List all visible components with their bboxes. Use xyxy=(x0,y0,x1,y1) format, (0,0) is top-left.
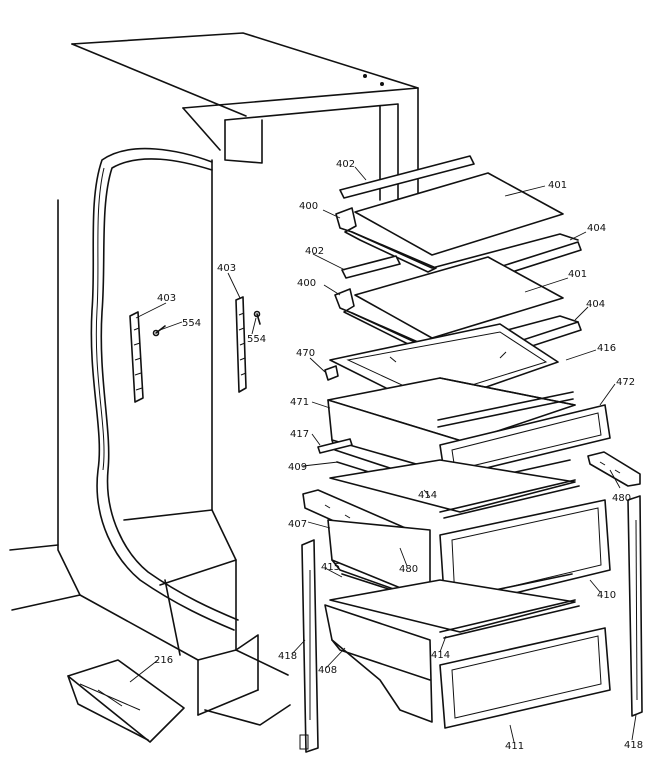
pan-410 xyxy=(327,499,611,611)
label-403-right: 403 xyxy=(217,263,236,274)
label-416: 416 xyxy=(597,343,616,354)
shelf-rail-403-right xyxy=(235,296,247,393)
shelf-trim-402-upper xyxy=(339,155,475,199)
label-407: 407 xyxy=(288,519,307,530)
screw-554-left xyxy=(152,325,166,337)
cover-414-lower xyxy=(329,579,580,639)
bin-216 xyxy=(67,659,185,743)
label-417: 417 xyxy=(290,429,309,440)
part-labels: 402 401 400 404 402 400 401 404 403 403 … xyxy=(154,159,643,752)
label-404-lower: 404 xyxy=(586,299,605,310)
label-402-lower: 402 xyxy=(305,246,324,257)
label-400-lower: 400 xyxy=(297,278,316,289)
pan-408 xyxy=(324,604,433,723)
label-410: 410 xyxy=(597,590,616,601)
label-411: 411 xyxy=(505,741,524,752)
rail-418-right xyxy=(627,495,643,717)
label-404-upper: 404 xyxy=(587,223,606,234)
roller-470 xyxy=(324,365,339,381)
label-403-left: 403 xyxy=(157,293,176,304)
glass-shelf-401-upper xyxy=(354,172,564,256)
slide-417 xyxy=(317,438,353,454)
label-401-lower: 401 xyxy=(568,269,587,280)
leader-lines xyxy=(129,166,637,743)
label-472: 472 xyxy=(616,377,635,388)
shelf-trim-402-lower xyxy=(341,255,401,279)
refrigerator-cabinet xyxy=(9,32,419,726)
label-554-left: 554 xyxy=(182,318,201,329)
label-471: 471 xyxy=(290,397,309,408)
label-414-lower: 414 xyxy=(431,650,450,661)
screw-554-right xyxy=(253,310,261,325)
label-402-upper: 402 xyxy=(336,159,355,170)
label-414-upper: 414 xyxy=(418,490,437,501)
label-418-right: 418 xyxy=(624,740,643,751)
label-554-right: 554 xyxy=(247,334,266,345)
label-415: 415 xyxy=(321,562,340,573)
pan-471 xyxy=(327,377,576,479)
drawer-front-411 xyxy=(439,627,611,729)
label-418-left: 418 xyxy=(278,651,297,662)
label-409: 409 xyxy=(288,462,307,473)
rail-418-left xyxy=(299,539,319,753)
label-408: 408 xyxy=(318,665,337,676)
label-480-left: 480 xyxy=(399,564,418,575)
label-216: 216 xyxy=(154,655,173,666)
glass-shelf-401-lower xyxy=(354,256,564,339)
label-480-right: 480 xyxy=(612,493,631,504)
label-470: 470 xyxy=(296,348,315,359)
label-400-upper: 400 xyxy=(299,201,318,212)
cover-414-upper xyxy=(329,459,580,519)
bracket-480-right xyxy=(587,451,641,487)
shelf-rail-403-left xyxy=(129,311,144,403)
label-401-upper: 401 xyxy=(548,180,567,191)
